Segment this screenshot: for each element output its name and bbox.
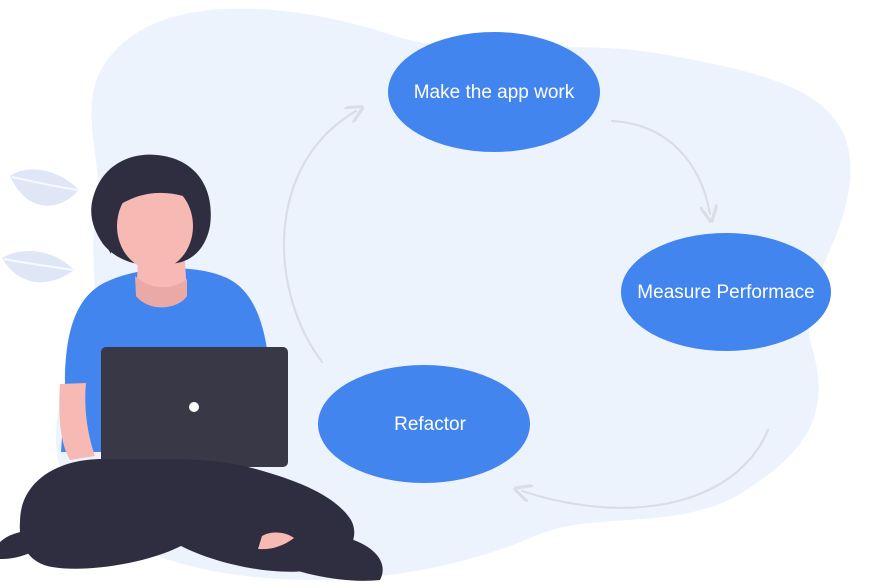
cycle-arrows — [282, 111, 770, 509]
leaf-vein — [3, 258, 74, 271]
person-right-foot — [255, 532, 383, 581]
arrow-to-make-app-work — [282, 111, 356, 364]
node-refactor: Refactor — [318, 365, 530, 483]
person-hair-front — [97, 168, 206, 211]
arrow-to-refactor — [522, 428, 770, 509]
node-measure-performance-label: Measure Performace — [637, 282, 814, 303]
person-with-laptop — [0, 154, 383, 581]
person-hair-side — [97, 207, 112, 254]
node-measure-performance-shape — [621, 233, 831, 351]
node-make-app-work-label: Make the app work — [414, 82, 575, 103]
person-left-foot — [0, 530, 58, 560]
leaf-icon — [10, 169, 79, 206]
person-ankle — [258, 532, 294, 550]
person-head — [117, 182, 193, 270]
node-refactor-shape — [318, 365, 530, 483]
node-refactor-label: Refactor — [394, 414, 466, 435]
arrow-to-measure — [610, 119, 710, 214]
node-make-app-work: Make the app work — [388, 32, 600, 152]
leaf-vein — [11, 176, 79, 191]
node-measure-performance: Measure Performace — [621, 233, 831, 351]
leaf-group — [2, 169, 79, 283]
leaf-icon — [2, 250, 74, 283]
laptop-logo-icon — [189, 402, 199, 412]
node-make-app-work-shape — [388, 32, 600, 152]
person-neck-shadow — [135, 276, 187, 308]
person-left-arm — [59, 383, 95, 460]
